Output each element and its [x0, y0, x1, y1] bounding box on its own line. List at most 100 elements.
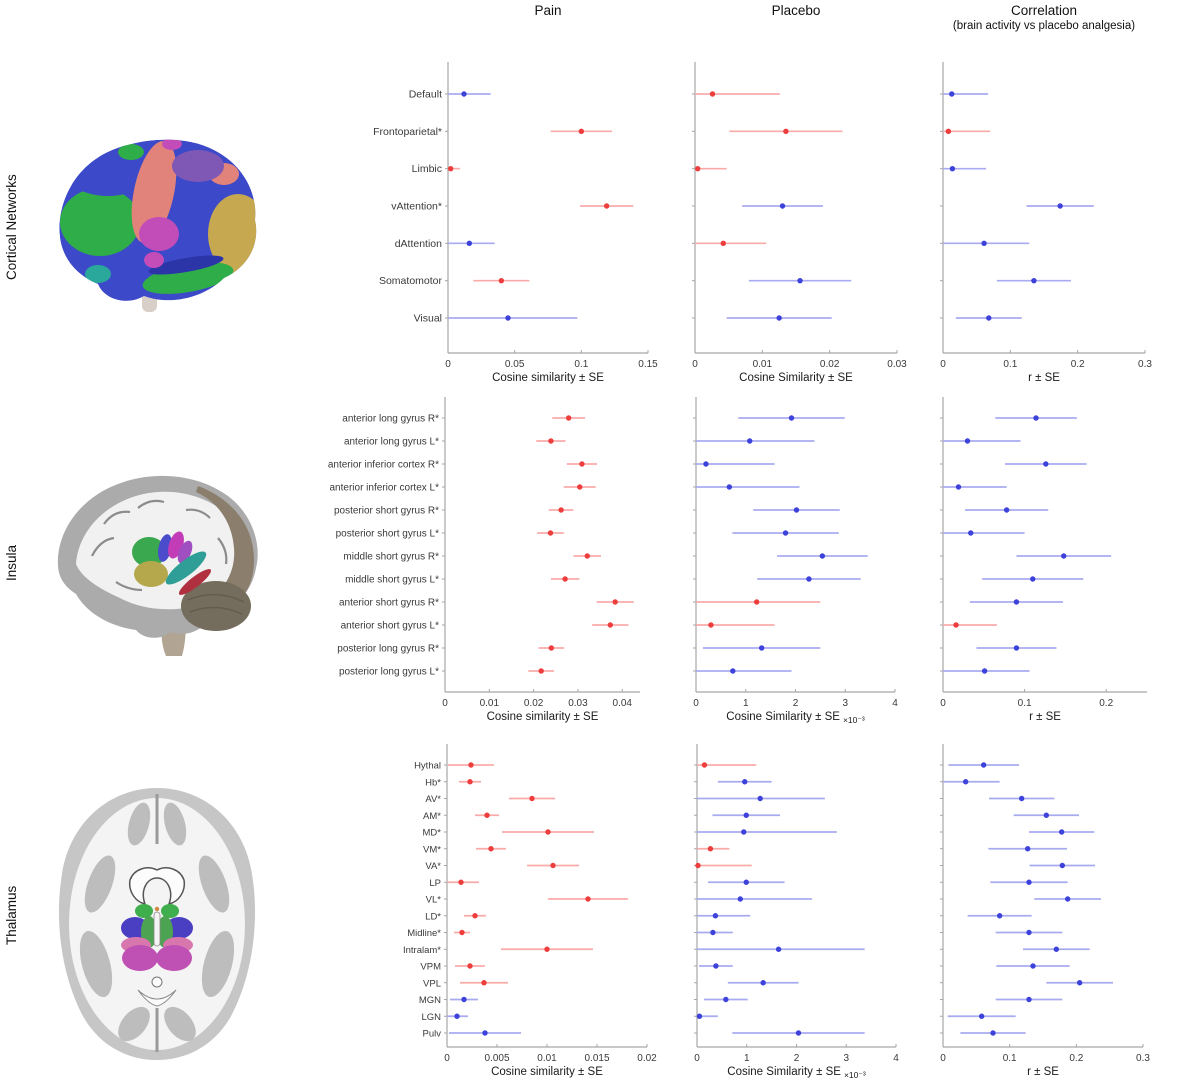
x-tick-label: 0.01	[753, 359, 773, 370]
data-point-marker	[741, 829, 747, 835]
data-point-marker	[797, 277, 803, 284]
data-point-marker	[578, 128, 585, 135]
data-point-marker	[737, 896, 743, 902]
x-tick-label: 0.2	[1099, 698, 1113, 709]
data-point-marker	[1026, 879, 1032, 885]
data-point-marker	[743, 879, 749, 885]
data-point-marker	[612, 599, 618, 605]
data-point-marker	[806, 576, 812, 582]
category-label: MD*	[423, 828, 442, 839]
data-point-marker	[488, 846, 494, 852]
x-tick-label: 0.02	[524, 698, 544, 709]
category-label: posterior short gyrus R*	[334, 506, 439, 517]
data-point-marker	[1064, 896, 1071, 902]
data-point-marker	[1003, 507, 1010, 513]
x-tick-label: 0.15	[638, 359, 658, 370]
data-point-marker	[962, 779, 969, 785]
category-label: LD*	[425, 911, 441, 922]
data-point-marker	[980, 762, 987, 768]
data-point-marker	[603, 203, 610, 209]
data-point-marker	[1018, 795, 1025, 802]
data-point-marker	[1030, 963, 1036, 969]
data-point-marker	[758, 645, 765, 651]
data-point-marker	[708, 622, 714, 628]
x-axis-label: Cosine Similarity ± SE×10⁻³	[727, 1066, 866, 1080]
thalamic-nuclei	[121, 904, 193, 971]
data-point-marker	[1030, 576, 1036, 582]
data-point-marker	[742, 779, 748, 785]
data-point-marker	[703, 461, 709, 467]
data-point-marker	[459, 929, 465, 936]
category-label: MGN	[419, 995, 441, 1006]
x-tick-label: 0	[940, 698, 946, 709]
category-label: Pulv	[423, 1029, 442, 1040]
data-point-marker	[558, 507, 564, 513]
x-tick-label: 4	[892, 698, 898, 709]
data-point-marker	[498, 277, 505, 284]
category-label: Midline*	[407, 928, 441, 939]
data-point-marker	[978, 1013, 985, 1019]
data-point-marker	[695, 862, 701, 869]
x-axis-label: r ± SE	[1027, 1066, 1059, 1078]
x-axis-label: Cosine similarity ± SE	[491, 1066, 603, 1078]
category-label: VM*	[423, 844, 441, 855]
x-tick-label: 0.015	[584, 1053, 609, 1064]
data-point-marker	[981, 668, 988, 674]
data-point-marker	[538, 668, 544, 674]
data-point-marker	[461, 996, 467, 1003]
x-tick-label: 0	[444, 1053, 450, 1064]
sulci-lines	[91, 499, 228, 592]
data-point-marker	[793, 507, 800, 513]
lateral-ventricles	[128, 867, 186, 906]
cistern-shape	[137, 989, 177, 1007]
x-tick-label: 0.1	[1003, 1053, 1017, 1064]
x-axis-label: r ± SE	[1029, 711, 1061, 723]
data-point-marker	[949, 165, 956, 172]
data-point-marker	[981, 240, 987, 247]
x-tick-label: 0.05	[505, 359, 525, 370]
x-axis-label: Cosine Similarity ± SE×10⁻³	[726, 711, 865, 725]
data-point-marker	[484, 812, 490, 818]
data-point-marker	[466, 240, 473, 247]
cerebellum-lines	[187, 593, 245, 615]
x-tick-label: 0.1	[1003, 359, 1017, 370]
data-point-marker	[1024, 846, 1031, 852]
x-tick-label: 0	[693, 698, 699, 709]
data-point-marker	[1031, 277, 1037, 284]
x-axis-label: Cosine Similarity ± SE	[739, 372, 853, 384]
data-point-marker	[577, 484, 583, 490]
category-label: VPM	[420, 962, 441, 973]
data-point-marker	[562, 576, 568, 582]
x-tick-label: 0.2	[1069, 1053, 1083, 1064]
data-point-marker	[707, 846, 714, 852]
x-tick-label: 0	[445, 359, 451, 370]
data-point-marker	[795, 1030, 802, 1036]
x-tick-label: 2	[794, 1053, 800, 1064]
data-point-marker	[694, 165, 701, 172]
data-point-marker	[505, 315, 511, 321]
x-tick-label: 0.01	[480, 698, 500, 709]
x-axis-label: r ± SE	[1028, 372, 1060, 384]
category-label: posterior short gyrus L*	[336, 529, 439, 540]
data-point-marker	[1033, 415, 1039, 421]
cortical-patches	[59, 139, 257, 301]
data-point-marker	[753, 599, 760, 605]
category-label: anterior short gyrus L*	[341, 621, 439, 632]
category-label: Somatomotor	[379, 275, 443, 287]
data-point-marker	[696, 1013, 703, 1019]
category-label: LP	[429, 878, 441, 889]
category-label: VA*	[425, 861, 441, 872]
category-label: middle short gyrus R*	[343, 552, 439, 563]
x-tick-label: 0	[940, 1053, 946, 1064]
data-point-marker	[712, 913, 719, 919]
data-point-marker	[788, 415, 795, 421]
data-point-marker	[990, 1030, 996, 1036]
category-label: anterior inferior cortex L*	[330, 483, 440, 494]
category-label: posterior long gyrus R*	[337, 644, 439, 655]
data-point-marker	[467, 779, 473, 785]
category-label: anterior inferior cortex R*	[328, 460, 439, 471]
